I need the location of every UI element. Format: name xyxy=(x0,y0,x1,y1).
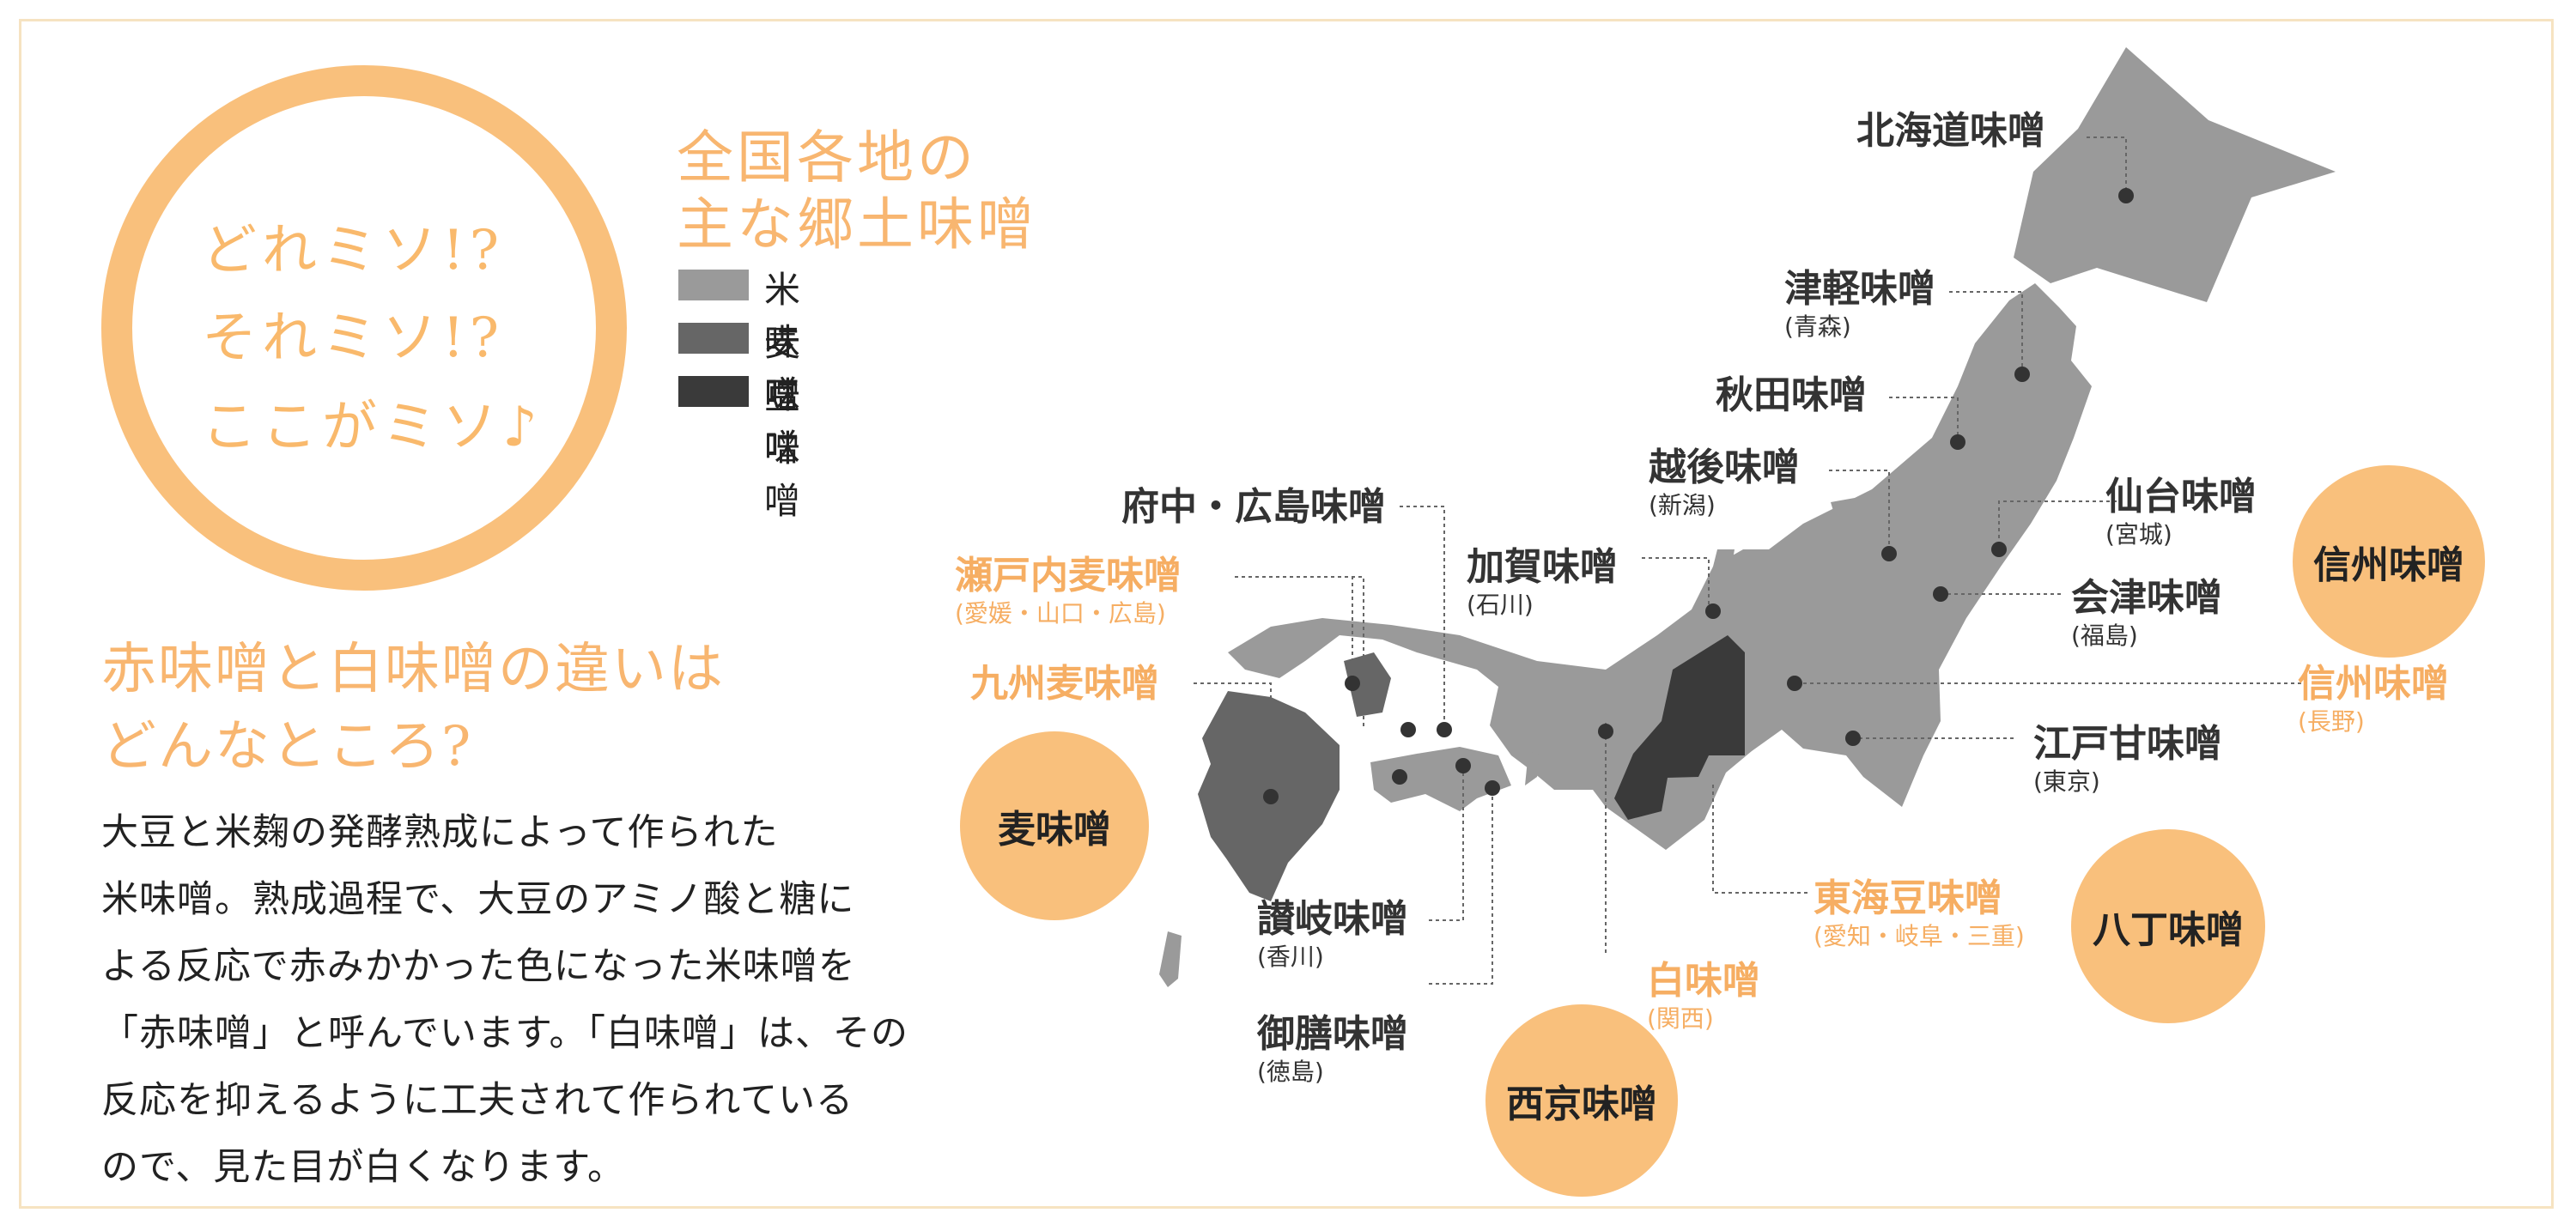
catchphrase-line: どれミソ!? xyxy=(202,219,505,282)
leader-lines xyxy=(1194,136,2301,985)
legend-swatch xyxy=(678,270,749,300)
article-body-line: 米味噌。熟成過程で、大豆のアミノ酸と糖に xyxy=(101,878,855,921)
label-echigo: 越後味噌 (新潟) xyxy=(1649,446,1800,519)
region-shikoku xyxy=(1370,747,1511,811)
article-body-line: よる反応で赤みかかった色になった米味噌を xyxy=(101,945,856,988)
region-hokkaido xyxy=(2014,47,2336,302)
label-tsugaru: 津軽味噌 (青森) xyxy=(1784,267,1935,341)
badge-mugi: 麦味噌 xyxy=(960,731,1149,920)
label-fuchu: 府中・広島味噌 xyxy=(1121,485,1386,529)
article-body-line: ので、見た目が白くなります。 xyxy=(101,1146,625,1189)
label-akita: 秋田味噌 xyxy=(1716,373,1867,417)
label-edo: 江戸甘味噌 (東京) xyxy=(2033,722,2222,796)
badge-saikyo: 西京味噌 xyxy=(1485,1004,1678,1197)
legend-title: 全国各地の xyxy=(677,124,977,191)
region-awaji xyxy=(1525,751,1542,785)
catchphrase-line: ここがミソ♪ xyxy=(202,396,543,459)
label-kyushu: 九州麦味噌 xyxy=(970,662,1159,706)
article-heading: 赤味噌と白味噌の違いは xyxy=(101,638,725,701)
article-heading: どんなところ? xyxy=(101,715,473,779)
region-chugoku-west xyxy=(1344,652,1391,717)
label-shiro: 白味噌 (関西) xyxy=(1647,959,1760,1033)
label-hokkaido: 北海道味噌 xyxy=(1856,109,2045,153)
legend-label: 米味噌 xyxy=(764,269,801,415)
legend-swatch xyxy=(678,323,749,354)
legend-swatch xyxy=(678,376,749,407)
label-shinshu: 信州味噌 (長野) xyxy=(2298,662,2449,736)
label-aizu: 会津味噌 (福島) xyxy=(2071,576,2222,650)
region-noto xyxy=(1704,549,1735,618)
article-body-line: 「赤味噌」と呼んでいます。「白味噌」は、その xyxy=(101,1012,909,1055)
article-body-line: 大豆と米麹の発酵熟成によって作られた xyxy=(101,811,779,854)
badge-hatcho: 八丁味噌 xyxy=(2071,829,2265,1023)
label-tokai: 東海豆味噌 (愛知・岐阜・三重) xyxy=(1814,876,2025,950)
legend-label: 豆味噌 xyxy=(764,375,801,522)
badge-shinshu: 信州味噌 xyxy=(2293,465,2485,658)
legend-label: 麦味噌 xyxy=(764,322,801,469)
page-border xyxy=(19,19,2554,1209)
catchphrase-line: それミソ!? xyxy=(202,306,505,370)
label-setouchi: 瀬戸内麦味噌 (愛媛・山口・広島) xyxy=(955,554,1182,628)
location-dots xyxy=(1263,188,2134,804)
region-honshu xyxy=(1228,283,2092,850)
label-sendai: 仙台味噌 (宮城) xyxy=(2105,475,2257,549)
article-body-line: 反応を抑えるように工夫されて作られている xyxy=(101,1079,854,1122)
legend-title: 主な郷土味噌 xyxy=(677,191,1037,258)
label-kaga: 加賀味噌 (石川) xyxy=(1467,545,1618,619)
region-sado xyxy=(1827,498,1862,537)
label-sanuki: 讃岐味噌 (香川) xyxy=(1257,897,1408,971)
region-tokai-bean xyxy=(1614,635,1745,820)
region-tanegashima xyxy=(1159,931,1182,987)
label-gozen: 御膳味噌 (徳島) xyxy=(1257,1012,1408,1086)
